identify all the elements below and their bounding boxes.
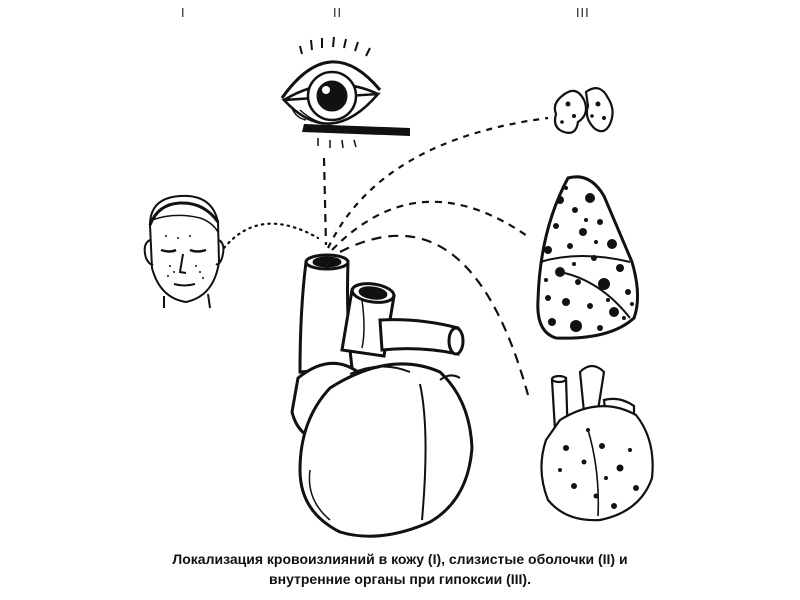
caption-line-2: внутренние органы при гипоксии (III). [0, 569, 800, 589]
connector-eye [324, 158, 326, 245]
lung-illustration [538, 177, 638, 338]
large-heart-illustration [292, 255, 472, 536]
connector-face [224, 224, 318, 248]
caption-line-1: Локализация кровоизлияний в кожу (I), сл… [0, 549, 800, 569]
figure-caption: Локализация кровоизлияний в кожу (I), сл… [0, 549, 800, 589]
small-heart-illustration [541, 366, 652, 520]
connector-thymus [328, 118, 548, 248]
thymus-illustration [555, 88, 613, 133]
connector-lines [224, 118, 548, 395]
face-illustration [145, 196, 224, 308]
eye-illustration [282, 37, 410, 148]
